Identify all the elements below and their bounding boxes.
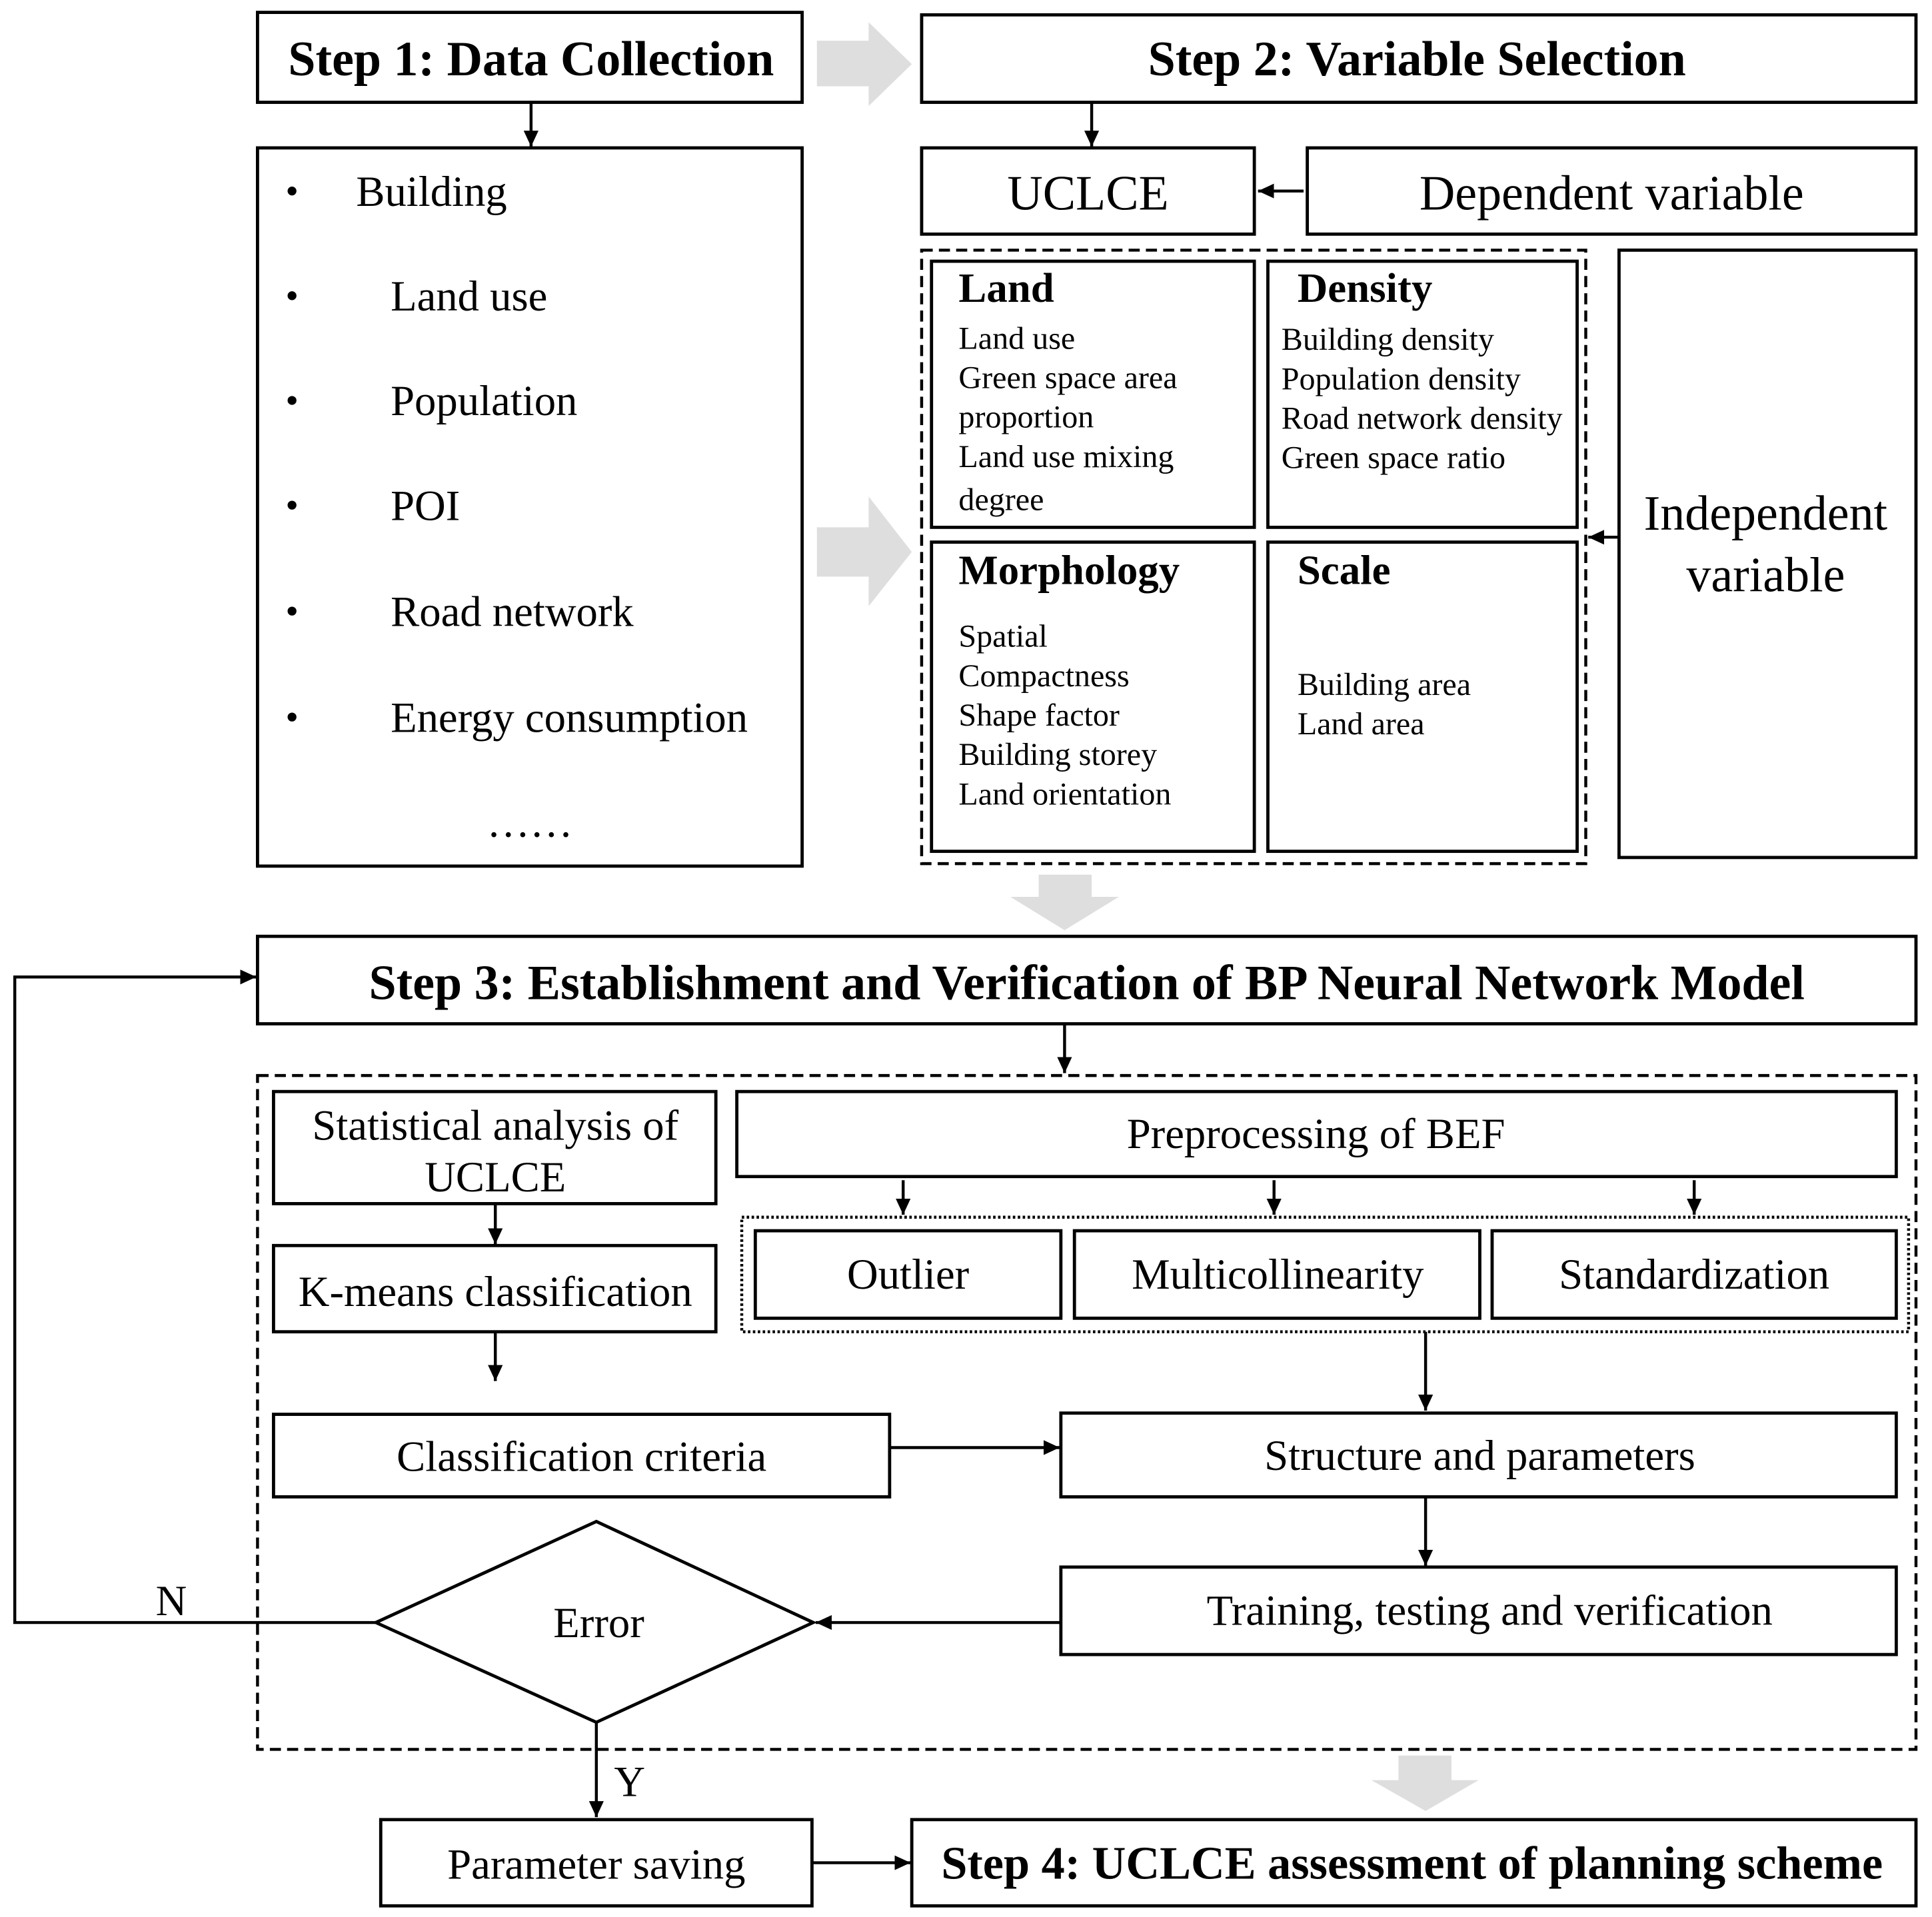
step4-section: Step 4: UCLCE assessment of planning sch…	[910, 1818, 1918, 1908]
data-item-land-use: Land use	[391, 272, 547, 320]
land-item: proportion	[958, 400, 1094, 435]
outlier-box	[753, 1229, 1063, 1320]
scale-box	[1266, 540, 1579, 854]
standardization-box	[1490, 1229, 1898, 1320]
multicollinearity-label: Multicollinearity	[1132, 1250, 1424, 1298]
density-box	[1266, 259, 1579, 529]
variable-groups-dashed-box	[920, 249, 1587, 866]
step4-title: Step 4: UCLCE assessment of planning sch…	[941, 1838, 1883, 1890]
morphology-item: Spatial	[958, 619, 1048, 654]
bullet-marker	[287, 606, 297, 616]
uclce-box	[920, 146, 1256, 236]
morphology-item: Building storey	[958, 737, 1157, 772]
classification-criteria-box	[272, 1413, 892, 1499]
density-heading: Density	[1298, 265, 1433, 311]
bullet-marker	[287, 291, 297, 301]
density-item: Population density	[1282, 361, 1521, 396]
block-arrow-data-to-variables	[816, 496, 912, 606]
independent-variable-box	[1617, 249, 1918, 860]
no-label: N	[156, 1577, 187, 1624]
bullet-marker	[287, 500, 297, 510]
structure-parameters-box	[1059, 1411, 1898, 1499]
step2-box	[920, 13, 1918, 104]
scale-heading: Scale	[1298, 546, 1391, 593]
block-arrow-model-to-step4	[1371, 1755, 1479, 1811]
scale-item: Building area	[1298, 667, 1471, 702]
density-item: Green space ratio	[1282, 440, 1505, 476]
data-item-road-network: Road network	[391, 587, 634, 635]
classification-criteria-label: Classification criteria	[397, 1433, 766, 1481]
multicollinearity-box	[1072, 1229, 1481, 1320]
density-item: Building density	[1282, 322, 1494, 357]
step4-box	[910, 1818, 1918, 1908]
step3-box	[256, 934, 1918, 1025]
land-heading: Land	[958, 265, 1054, 311]
data-item-building: Building	[356, 167, 506, 215]
kmeans-label: K-means classification	[299, 1267, 692, 1315]
independent-variable-label-line1: Independent	[1644, 486, 1888, 540]
step2-title: Step 2: Variable Selection	[1148, 31, 1686, 86]
morphology-item: Compactness	[958, 658, 1129, 694]
statistical-analysis-label-line1: Statistical analysis of	[312, 1101, 678, 1149]
bullet-marker	[287, 187, 297, 196]
land-item: degree	[958, 482, 1044, 518]
dependent-variable-label: Dependent variable	[1420, 165, 1804, 220]
training-label: Training, testing and verification	[1207, 1587, 1773, 1634]
land-item: Land use mixing	[958, 439, 1174, 474]
bullet-marker	[287, 396, 297, 405]
dependent-variable-box	[1306, 146, 1918, 236]
model-dashed-box	[256, 1073, 1918, 1751]
land-group: Land Land use Green space area proportio…	[930, 259, 1256, 529]
error-decision-diamond	[372, 1519, 817, 1724]
uclce-label: UCLCE	[1007, 165, 1168, 220]
data-list-box	[256, 146, 804, 868]
data-item-poi: POI	[391, 481, 460, 529]
block-arrow-step1-to-step2	[816, 22, 912, 107]
error-decision-label: Error	[553, 1598, 644, 1646]
step3-section: Step 3: Establishment and Verification o…	[13, 934, 1918, 1908]
data-item-population: Population	[391, 376, 577, 424]
step3-title: Step 3: Establishment and Verification o…	[369, 956, 1804, 1010]
density-group: Density Building density Population dens…	[1266, 259, 1579, 529]
standardization-label: Standardization	[1559, 1250, 1829, 1298]
land-box	[930, 259, 1256, 529]
scale-group: Scale Building area Land area	[1266, 540, 1579, 854]
morphology-group: Morphology Spatial Compactness Shape fac…	[930, 540, 1256, 854]
data-list-more: ……	[486, 798, 572, 846]
step2-section: Step 2: Variable Selection UCLCE Depende…	[920, 13, 1918, 866]
preprocessing-box	[735, 1089, 1898, 1179]
data-item-energy-consumption: Energy consumption	[391, 693, 748, 741]
training-box	[1059, 1565, 1898, 1656]
arrow-no-loop-to-step3	[13, 969, 376, 1624]
morphology-item: Land orientation	[958, 776, 1171, 812]
structure-parameters-label: Structure and parameters	[1264, 1431, 1695, 1479]
land-item: Land use	[958, 320, 1075, 356]
morphology-item: Shape factor	[958, 698, 1120, 733]
bullet-marker	[287, 712, 297, 722]
outlier-label: Outlier	[847, 1250, 969, 1298]
scale-item: Land area	[1298, 706, 1425, 742]
preprocessing-steps-dotted-box	[740, 1215, 1911, 1333]
morphology-heading: Morphology	[958, 546, 1180, 593]
land-item: Green space area	[958, 360, 1177, 395]
yes-label: Y	[614, 1758, 645, 1806]
density-item: Road network density	[1282, 400, 1563, 436]
morphology-box	[930, 540, 1256, 854]
statistical-analysis-label-line2: UCLCE	[425, 1153, 566, 1201]
independent-variable-label-line2: variable	[1686, 548, 1845, 602]
parameter-saving-label: Parameter saving	[447, 1840, 745, 1888]
step1-title: Step 1: Data Collection	[288, 31, 774, 86]
step1-section: Step 1: Data Collection Building Land us…	[256, 11, 804, 868]
preprocessing-label: Preprocessing of BEF	[1127, 1109, 1505, 1157]
